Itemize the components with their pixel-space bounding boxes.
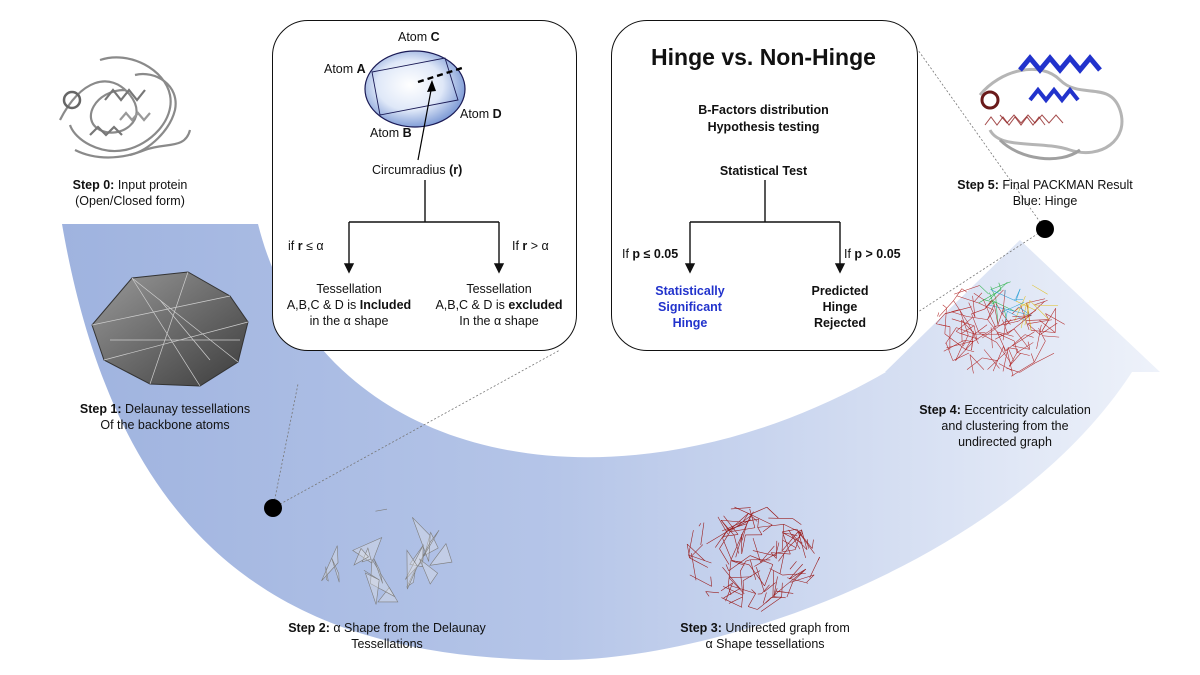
step2-caption: Step 2: α Shape from the Delaunay Tessel… bbox=[288, 621, 486, 651]
delaunay-polyhedron-image bbox=[91, 271, 249, 387]
protein-input-image bbox=[59, 56, 192, 159]
hinge-left-condition: If p ≤ 0.05 bbox=[622, 247, 679, 261]
packman-result-image bbox=[978, 54, 1124, 161]
step4-caption: Step 4: Eccentricity calculation and clu… bbox=[919, 403, 1091, 449]
statistical-test-label: Statistical Test bbox=[719, 164, 808, 178]
alpha-left-result: Tessellation A,B,C & D is Included in th… bbox=[286, 282, 412, 328]
atom-d-label: Atom D bbox=[460, 107, 502, 121]
hinge-right-condition: If p > 0.05 bbox=[844, 247, 901, 261]
alpha-shape-mesh-image bbox=[321, 508, 453, 605]
step3-caption: Step 3: Undirected graph from α Shape te… bbox=[680, 621, 850, 651]
atom-b-label: Atom B bbox=[370, 126, 412, 140]
alpha-right-result: Tessellation A,B,C & D is excluded In th… bbox=[435, 282, 563, 328]
step1-caption: Step 1: Delaunay tessellations Of the ba… bbox=[79, 402, 251, 432]
eccentricity-graph-image bbox=[935, 281, 1065, 377]
alpha-right-condition: If r > α bbox=[512, 239, 549, 253]
connector-lines bbox=[272, 49, 1046, 509]
atom-a-label: Atom A bbox=[324, 62, 366, 76]
step0-caption: Step 0: Input protein (Open/Closed form) bbox=[72, 178, 188, 208]
stage-dot-right bbox=[1036, 220, 1054, 238]
hypothesis-line: Hypothesis testing bbox=[707, 120, 820, 134]
circumradius-label: Circumradius (r) bbox=[372, 163, 463, 177]
alpha-left-condition: if r ≤ α bbox=[288, 239, 324, 253]
workflow-arrow bbox=[62, 224, 1160, 660]
hinge-box-title: Hinge vs. Non-Hinge bbox=[651, 44, 876, 70]
undirected-graph-mesh-image bbox=[686, 506, 820, 612]
atom-c-label: Atom C bbox=[398, 30, 440, 44]
significant-hinge-result: Statistically Significant Hinge bbox=[655, 284, 725, 330]
rejected-hinge-result: Predicted Hinge Rejected bbox=[811, 284, 869, 330]
stage-dot-left bbox=[264, 499, 282, 517]
bfactor-line: B-Factors distribution bbox=[698, 103, 829, 117]
step5-caption: Step 5: Final PACKMAN Result Blue: Hinge bbox=[957, 178, 1133, 208]
